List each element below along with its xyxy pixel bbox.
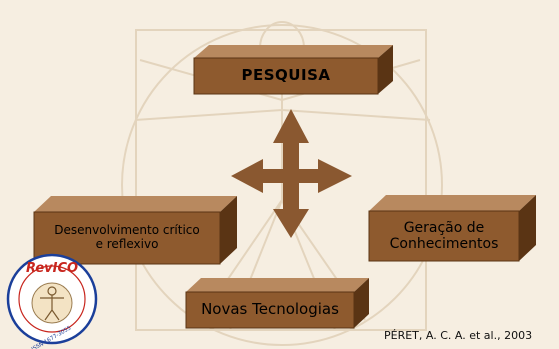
label-desenvolvimento-line2: e reflexivo — [95, 237, 159, 251]
label-pesquisa: PESQUISA — [241, 66, 331, 85]
citation: PÉRET, A. C. A. et al., 2003 — [384, 329, 533, 342]
label-geracao-line1: Geração de — [403, 219, 485, 236]
four-way-arrow-icon — [231, 109, 352, 238]
box-geracao — [368, 195, 536, 262]
box-pesquisa — [193, 45, 393, 95]
box-novas-tecnologias — [185, 278, 369, 329]
label-geracao: Geração de Conhecimentos — [369, 211, 519, 261]
logo-name: RevICO — [26, 261, 78, 276]
label-geracao-line2: Conhecimentos — [389, 236, 499, 252]
box-desenvolvimento — [33, 196, 237, 265]
label-desenvolvimento: Desenvolvimento crítico e reflexivo — [34, 212, 220, 264]
label-novas-tecnologias: Novas Tecnologias — [201, 300, 339, 319]
revico-logo: RevICO ISSN 1677-3055 — [6, 253, 98, 349]
label-desenvolvimento-line1: Desenvolvimento crítico — [54, 223, 200, 238]
